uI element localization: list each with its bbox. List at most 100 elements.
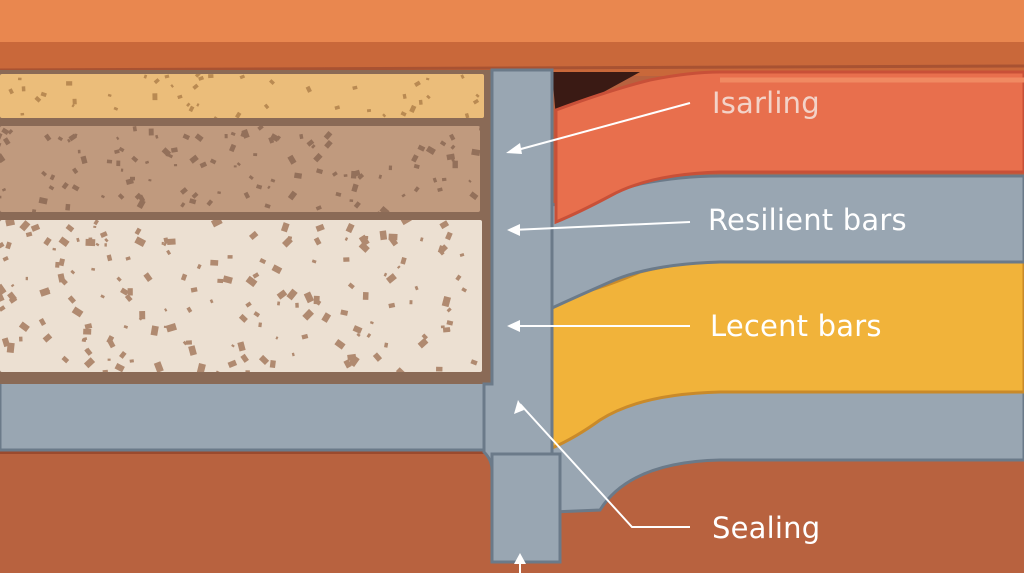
- speckle: [455, 274, 462, 282]
- speckle: [425, 145, 436, 155]
- speckle: [198, 75, 204, 81]
- speckle: [95, 242, 100, 247]
- speckle: [0, 305, 6, 312]
- speckle: [311, 144, 316, 149]
- speckle: [351, 169, 361, 178]
- speckle: [383, 272, 388, 277]
- speckle: [177, 94, 183, 100]
- speckle: [66, 81, 73, 86]
- speckle: [301, 333, 309, 340]
- speckle: [324, 139, 333, 149]
- speckle: [316, 168, 324, 175]
- speckle: [67, 138, 71, 143]
- speckle: [459, 253, 465, 257]
- speckle: [8, 88, 14, 95]
- speckle: [379, 206, 390, 212]
- speckle: [120, 287, 129, 296]
- speckle: [306, 139, 315, 147]
- speckle: [208, 74, 214, 79]
- speckle: [38, 197, 48, 205]
- speckle: [19, 336, 23, 342]
- sand-speckles: [8, 74, 480, 118]
- speckle: [439, 220, 450, 230]
- speckle: [70, 269, 76, 275]
- resilient-bars-arrow-head: [507, 224, 520, 236]
- speckle: [21, 86, 26, 92]
- speckle: [134, 192, 142, 200]
- speckled-layer: [0, 220, 482, 372]
- speckle: [280, 222, 290, 233]
- speckle: [164, 308, 168, 312]
- speckle: [287, 190, 298, 201]
- speckle: [196, 363, 206, 372]
- speckle: [17, 77, 22, 81]
- speckle: [0, 241, 5, 249]
- speckle: [409, 300, 413, 305]
- speckle: [264, 203, 271, 209]
- speckle: [425, 77, 430, 81]
- speckle: [100, 294, 105, 299]
- speckle: [165, 323, 178, 333]
- speckle: [58, 236, 70, 247]
- speckle: [71, 184, 80, 192]
- speckle: [5, 220, 15, 227]
- speckle: [163, 242, 167, 247]
- speckle: [240, 131, 245, 138]
- speckle: [379, 230, 388, 241]
- bottom-sealing-arrow-head: [514, 400, 524, 414]
- speckle: [132, 126, 137, 132]
- speckle: [196, 103, 200, 107]
- speckle: [43, 236, 52, 246]
- lecent-bars-label: Lecent bars: [710, 309, 882, 343]
- speckle: [42, 287, 51, 296]
- speckle: [0, 153, 6, 164]
- speckle: [0, 283, 7, 296]
- speckle: [25, 276, 29, 281]
- speckle: [270, 178, 276, 183]
- speckle: [384, 342, 389, 348]
- speckle: [180, 273, 188, 281]
- speckle: [313, 295, 320, 305]
- speckle: [230, 131, 236, 137]
- speckle: [0, 195, 2, 199]
- speckle: [59, 277, 68, 286]
- speckle: [470, 359, 478, 366]
- speckle: [104, 243, 107, 247]
- speckle: [93, 220, 99, 226]
- speckle: [93, 225, 97, 228]
- speckle: [186, 102, 191, 107]
- speckle: [276, 301, 281, 306]
- speckle: [209, 158, 217, 165]
- resilient-bars-arrow: [511, 221, 691, 231]
- speckle: [287, 236, 293, 240]
- speckle: [396, 265, 401, 269]
- speckle: [106, 159, 113, 164]
- speckle: [295, 302, 299, 308]
- speckle: [414, 285, 419, 291]
- speckle: [118, 146, 125, 153]
- gravel-speckles: [0, 126, 480, 212]
- lecent-bar-shape: [550, 260, 1024, 451]
- speckle: [472, 98, 480, 105]
- speckle: [150, 325, 159, 336]
- speckle: [88, 237, 93, 243]
- speckle: [344, 237, 349, 241]
- speckle: [267, 185, 271, 190]
- speckle: [127, 288, 133, 296]
- speckle: [275, 336, 279, 340]
- speckle: [165, 153, 169, 157]
- speckle: [99, 231, 108, 238]
- speckle: [343, 174, 348, 178]
- speckle: [414, 80, 421, 87]
- speckle: [0, 292, 5, 302]
- speckle: [81, 338, 87, 343]
- speckle: [8, 295, 18, 304]
- speckle: [417, 144, 426, 152]
- speckle: [253, 311, 261, 318]
- speckle: [237, 341, 246, 352]
- speckle: [357, 173, 365, 180]
- speckle: [426, 94, 431, 100]
- speckle: [155, 134, 159, 139]
- speckle: [334, 339, 346, 350]
- speckle: [253, 153, 258, 157]
